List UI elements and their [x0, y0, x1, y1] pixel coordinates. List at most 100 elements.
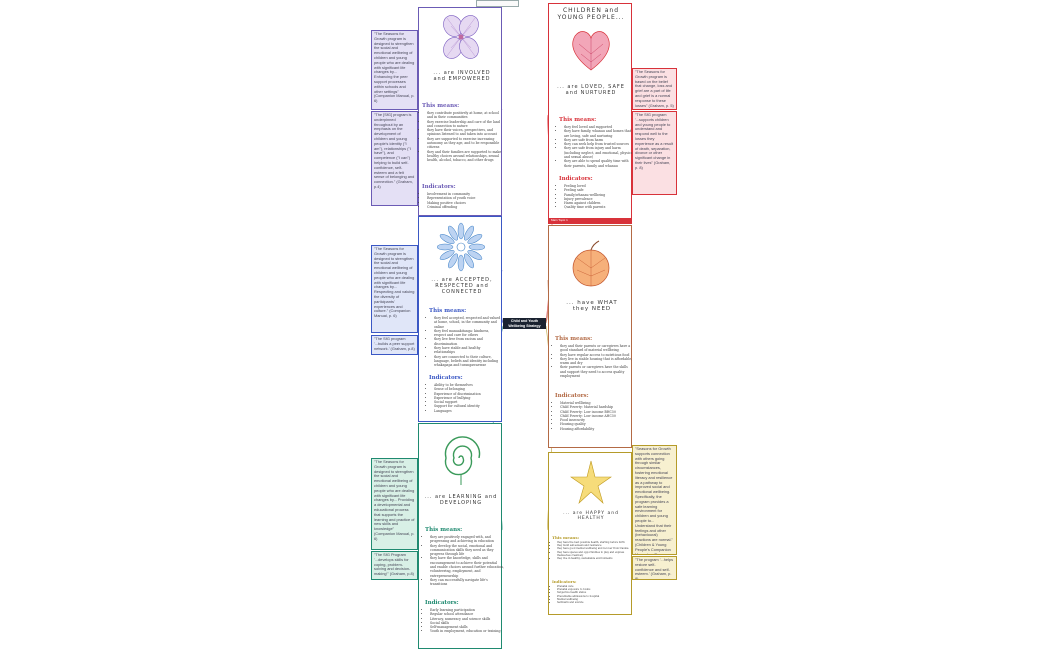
note-peer-support[interactable]: "The Seasons for Growth program is desig…: [371, 30, 418, 110]
main-topic-tag: Main Topic 1: [549, 218, 631, 223]
indicators-title: Indicators:: [555, 393, 589, 399]
list-item: Prenatal care: [557, 585, 635, 588]
list-item: Self-harm and suicide: [557, 601, 635, 604]
central-topic[interactable]: Child and Youth Wellbeing Strategy: [503, 318, 546, 329]
card-accepted-connected[interactable]: ... are ACCEPTED, RESPECTED and CONNECTE…: [418, 216, 502, 422]
means-title: This means:: [429, 308, 467, 314]
list-item: Early learning participation: [430, 608, 504, 612]
list-item: Social skills: [430, 621, 504, 625]
top-placeholder-box: [476, 0, 519, 7]
list-item: they are positively engaged with, and pr…: [430, 535, 504, 544]
list-item: Subjective health status: [557, 591, 635, 594]
card-heading: ... are HAPPY and HEALTHY: [563, 511, 619, 521]
list-item: they can seek help from trusted sources: [564, 142, 634, 146]
note-developmental[interactable]: "The Seasons for Growth program is desig…: [371, 458, 418, 550]
card-top-heading: CHILDREN and YOUNG PEOPLE...: [557, 7, 625, 21]
list-item: Support for cultural identity: [434, 404, 502, 408]
list-item: they feel loved and supported: [564, 125, 634, 129]
means-title: This means:: [552, 535, 580, 540]
list-item: they have their voices, perspectives, an…: [427, 128, 503, 137]
list-item: Ability to be themselves: [434, 383, 502, 387]
list-item: Sense of belonging: [434, 387, 502, 391]
list-item: Housing quality: [560, 422, 634, 426]
list-item: they build self-esteem and resilience: [557, 544, 635, 547]
list-item: they have good mental wellbeing and reco…: [557, 547, 635, 550]
indicators-list: Feeling loved Feeling safe Family/whanau…: [558, 184, 634, 210]
note-understand-losses[interactable]: "The SfG program '...supports children a…: [632, 111, 677, 195]
note-change-loss-grief[interactable]: "The Seasons for Growth program is based…: [632, 68, 677, 110]
indicators-list: Ability to be themselves Sense of belong…: [428, 383, 502, 413]
list-item: Youth in employment, education or traini…: [430, 629, 504, 633]
list-item: they have family, whanau and homes that …: [564, 129, 634, 138]
list-item: they live in stable housing that is affo…: [560, 357, 634, 366]
list-item: Representation of youth voice: [427, 196, 503, 200]
card-involved-empowered[interactable]: ... are INVOLVED and EMPOWERED This mean…: [418, 7, 502, 216]
list-item: Criminal offending: [427, 205, 503, 209]
card-learning-developing[interactable]: ... are LEARNING and DEVELOPING This mea…: [418, 423, 504, 649]
list-item: Feeling loved: [564, 184, 634, 188]
indicators-title: Indicators:: [422, 184, 456, 190]
list-item: Experience of bullying: [434, 396, 502, 400]
list-item: Regular school attendance: [430, 612, 504, 616]
indicators-list: Material wellbeing Child Poverty: Materi…: [554, 401, 634, 431]
card-heading: ... are LEARNING and DEVELOPING: [424, 494, 498, 506]
fruit-leaf-icon: [572, 240, 610, 287]
card-heading: ... are LOVED, SAFE and NURTURED: [557, 84, 625, 96]
list-item: they are safe from injury and harm (incl…: [564, 146, 634, 159]
list-item: Child Poverty: Low income AHC50: [560, 414, 634, 418]
list-item: Making positive choices: [427, 201, 503, 205]
note-emotional-literacy[interactable]: "Seasons for Growth supports connection …: [632, 445, 677, 555]
list-item: Social support: [434, 400, 502, 404]
list-item: they and their families are supported to…: [427, 150, 503, 163]
flower-illustration-icon: [443, 15, 479, 59]
list-item: they live free from racism and discrimin…: [434, 337, 502, 346]
list-item: Food insecurity: [560, 418, 634, 422]
note-identity[interactable]: "The [SfG] program is underpinned throug…: [371, 111, 418, 206]
means-title: This means:: [425, 527, 463, 533]
indicators-title: Indicators:: [552, 579, 577, 584]
spiral-leaf-icon: [444, 436, 481, 485]
list-item: their parents or caregivers have the ski…: [560, 365, 634, 378]
list-item: Housing affordability: [560, 427, 634, 431]
means-list: they feel accepted, respected and valued…: [428, 316, 502, 368]
heart-leaf-icon: [572, 31, 610, 71]
indicators-title: Indicators:: [425, 600, 459, 606]
indicators-list: Early learning participation Regular sch…: [424, 608, 504, 634]
card-heading: ... have WHAT they NEED: [566, 300, 618, 312]
list-item: Mental wellbeing: [557, 598, 635, 601]
card-loved-safe[interactable]: CHILDREN and YOUNG PEOPLE... ... are LOV…: [548, 3, 634, 224]
card-happy-healthy[interactable]: ... are HAPPY and HEALTHY This means: th…: [548, 452, 632, 615]
list-item: Prenatal exposure to toxins: [557, 588, 635, 591]
note-coping-skills[interactable]: "The SfG Program '...develops skills for…: [371, 551, 418, 580]
means-title: This means:: [555, 336, 593, 342]
spiral-flower-icon: [437, 222, 485, 272]
list-item: they live in healthy, sustainable enviro…: [557, 557, 635, 560]
list-item: Experience of discrimination: [434, 392, 502, 396]
list-item: they contribute positively at home, at s…: [427, 111, 503, 120]
list-item: Child Poverty: Low income BHC50: [560, 410, 634, 414]
list-item: they feel manaakitanga: kindness, respec…: [434, 329, 502, 338]
card-what-they-need[interactable]: ... have WHAT they NEED This means: they…: [548, 225, 632, 448]
note-self-confidence[interactable]: "The program '...helps restore self-conf…: [632, 556, 677, 580]
indicators-list: Prenatal care Prenatal exposure to toxin…: [551, 585, 635, 604]
star-leaf-icon: [570, 460, 612, 504]
list-item: they are supported to exercise increasin…: [427, 137, 503, 150]
note-diversity[interactable]: "The Seasons for Growth program is desig…: [371, 245, 418, 333]
means-list: they are positively engaged with, and pr…: [424, 535, 504, 587]
indicators-title: Indicators:: [429, 375, 463, 381]
list-item: they are safe from harm: [564, 138, 634, 142]
list-item: Languages: [434, 409, 502, 413]
list-item: Family/whanau wellbeing: [564, 193, 634, 197]
list-item: they have spaces and opportunities to pl…: [557, 551, 635, 557]
means-list: they feel loved and supported they have …: [558, 125, 634, 168]
card-heading: ... are INVOLVED and EMPOWERED: [433, 70, 491, 82]
list-item: they can successfully navigate life's tr…: [430, 578, 504, 587]
list-item: they have the best possible health, star…: [557, 541, 635, 544]
list-item: they feel accepted, respected and valued…: [434, 316, 502, 329]
list-item: Feeling safe: [564, 188, 634, 192]
list-item: Literacy, numeracy and science skills: [430, 617, 504, 621]
list-item: they have the knowledge, skills and enco…: [430, 556, 504, 577]
list-item: Quality time with parents: [564, 205, 634, 209]
list-item: they and their parents or caregivers hav…: [560, 344, 634, 353]
note-peer-network[interactable]: "The SfG program '...builds a peer suppo…: [371, 335, 418, 355]
